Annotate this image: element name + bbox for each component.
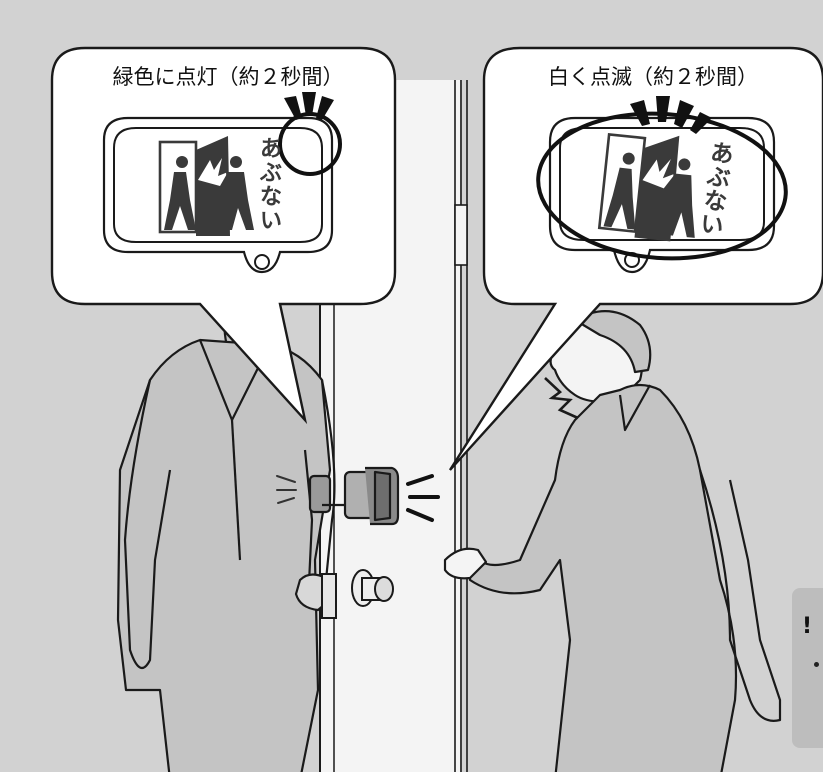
- sign-char: い: [258, 210, 284, 234]
- left-bubble-caption: 緑色に点灯（約２秒間）: [58, 62, 398, 92]
- bullet-dot: [814, 662, 819, 667]
- person-left: [118, 290, 334, 780]
- sign-char: ぶ: [258, 162, 284, 186]
- right-bubble-caption: 白く点滅（約２秒間）: [488, 62, 818, 92]
- sign-text-left: あ ぶ な い: [258, 138, 284, 234]
- side-note-panel: !: [792, 588, 823, 748]
- person-right: [445, 311, 780, 780]
- exclamation-mark: !: [802, 614, 812, 639]
- sign-char: な: [258, 186, 284, 210]
- sign-char: あ: [258, 138, 284, 162]
- sign-char: い: [697, 212, 726, 239]
